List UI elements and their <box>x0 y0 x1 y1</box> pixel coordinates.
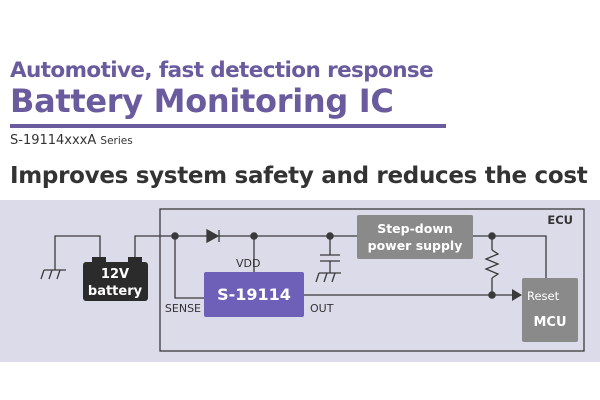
series-suffix: Series <box>100 135 133 147</box>
sense-label: SENSE <box>165 302 201 315</box>
title-underline <box>10 124 446 128</box>
mcu-label: MCU <box>533 315 566 330</box>
power-supply-label-line2: power supply <box>368 238 463 253</box>
ground-symbol-left <box>40 269 66 280</box>
battery-label-line1: 12V <box>101 267 129 282</box>
diode-icon <box>206 228 220 244</box>
battery-terminal-left <box>92 257 106 263</box>
series-code: S-19114xxxA <box>10 133 97 148</box>
battery-ground-wire <box>54 235 101 270</box>
capacitor-icon <box>315 236 341 283</box>
power-supply-block <box>357 215 473 259</box>
tagline: Improves system safety and reduces the c… <box>10 163 588 189</box>
psu-output-wire <box>473 235 547 278</box>
battery-positive-wire <box>134 235 210 262</box>
sense-wire <box>174 236 204 299</box>
page-title: Battery Monitoring IC <box>10 82 394 120</box>
ecu-label: ECU <box>547 213 573 227</box>
junction-dots <box>171 232 496 299</box>
reset-arrow-icon <box>512 289 522 301</box>
mcu-block <box>522 278 578 342</box>
ic-block <box>204 272 304 317</box>
reset-label: Reset <box>527 289 560 303</box>
ic-label: S-19114 <box>217 285 291 304</box>
battery-block <box>83 262 148 301</box>
vdd-label: VDD <box>236 257 260 270</box>
battery-label-line2: battery <box>88 284 143 299</box>
ecu-boundary <box>159 208 585 352</box>
resistor-icon <box>484 236 500 295</box>
out-label: OUT <box>310 302 334 315</box>
power-supply-label-line1: Step-down <box>377 221 453 236</box>
battery-terminal-right <box>128 257 142 263</box>
series-label: S-19114xxxA Series <box>10 133 133 148</box>
subtitle: Automotive, fast detection response <box>10 58 434 83</box>
